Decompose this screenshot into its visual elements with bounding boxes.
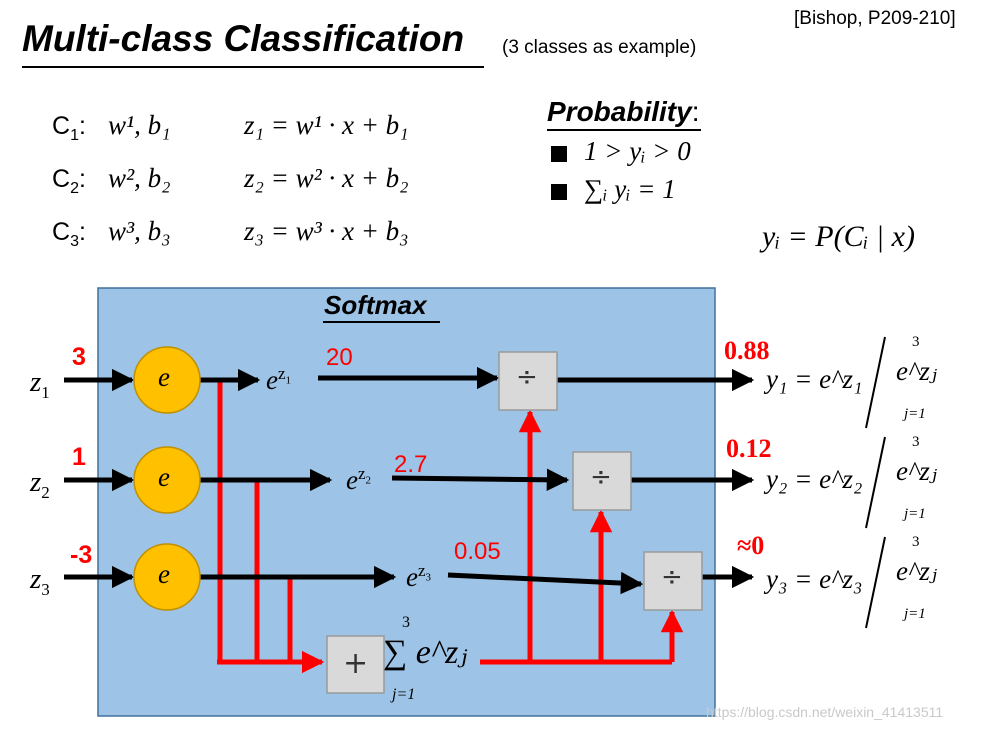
output-lhs-2: y₂ = e^z₂: [766, 464, 863, 494]
exp-term-1: ez1: [266, 364, 292, 395]
probability-underline: [547, 129, 701, 131]
output-fraction-slashes: [865, 336, 886, 629]
class-3-params: w³, b₃: [108, 216, 171, 246]
sum-upper: 3: [402, 614, 410, 631]
output-value-1: 0.88: [724, 336, 770, 365]
output-value-2: 0.12: [726, 434, 772, 463]
sum-expression: ∑ e^zⱼ: [383, 634, 468, 671]
divide-box-2: [572, 451, 632, 511]
exp-node-1: [133, 346, 201, 414]
divide-icon: ÷: [516, 362, 538, 392]
class-3-equation: z₃ = w³ · x + b₃: [244, 216, 409, 246]
probability-rule-1: 1 > yᵢ > 0: [584, 136, 691, 166]
probability-title: Probability:: [547, 96, 700, 127]
divide-box-1: [498, 351, 558, 411]
input-z1: z1: [30, 366, 50, 402]
output-den-upper: 3: [912, 334, 920, 350]
output-den-lower: j=1: [904, 606, 926, 622]
exp-node-label: e: [158, 362, 170, 392]
exp-term-2: ez2: [346, 464, 372, 495]
divide-icon: ÷: [590, 462, 612, 492]
probability-rule-2: ∑ᵢ yᵢ = 1: [584, 174, 676, 204]
exp-value-3: 0.05: [454, 538, 501, 565]
output-den-lower: j=1: [904, 406, 926, 422]
class-2-equation: z₂ = w² · x + b₂: [244, 163, 409, 193]
page-title: Multi-class Classification: [22, 18, 465, 59]
output-lhs-1: y₁ = e^z₁: [766, 364, 863, 394]
output-lhs-3: y₃ = e^z₃: [766, 564, 863, 594]
class-1-equation: z₁ = w¹ · x + b₁: [244, 110, 409, 140]
exp-value-2: 2.7: [394, 451, 428, 478]
exp-node-label: e: [158, 559, 170, 589]
input-value-1: 3: [72, 343, 86, 371]
output-den-upper: 3: [912, 534, 920, 550]
exp-term-3: ez3: [406, 561, 432, 592]
signal-arrows: [64, 366, 755, 595]
exp-node-3: [133, 543, 201, 611]
class-3-label: C3:: [52, 218, 86, 250]
subtitle: (3 classes as example): [502, 37, 697, 58]
bullet-icon: [551, 184, 567, 200]
output-den-3: e^zⱼ: [896, 556, 938, 586]
input-value-3: -3: [70, 541, 93, 569]
exp-node-label: e: [158, 462, 170, 492]
output-den-upper: 3: [912, 434, 920, 450]
reference: [Bishop, P209-210]: [794, 8, 956, 29]
plus-box: [326, 635, 385, 694]
exp-node-2: [133, 446, 201, 514]
bullet-icon: [551, 146, 567, 162]
class-2-label: C2:: [52, 165, 86, 197]
output-den-lower: j=1: [904, 506, 926, 522]
probability-definition: yᵢ = P(Cᵢ | x): [762, 220, 915, 253]
softmax-label: Softmax: [324, 290, 427, 320]
output-den-1: e^zⱼ: [896, 356, 938, 386]
sum-wires: [217, 380, 684, 674]
input-z3: z3: [30, 563, 50, 599]
input-value-2: 1: [72, 443, 86, 471]
input-z2: z2: [30, 466, 50, 502]
class-1-params: w¹, b₁: [108, 110, 171, 140]
watermark: https://blog.csdn.net/weixin_41413511: [706, 704, 944, 720]
class-1-label: C1:: [52, 112, 86, 144]
plus-icon: +: [343, 646, 369, 681]
sum-lower: j=1: [392, 686, 416, 703]
exp-value-1: 20: [326, 344, 353, 371]
divide-box-3: [643, 551, 703, 611]
output-den-2: e^zⱼ: [896, 456, 938, 486]
class-2-params: w², b₂: [108, 163, 171, 193]
divide-icon: ÷: [661, 562, 683, 592]
output-value-3: ≈0: [737, 531, 765, 560]
title-underline: [22, 66, 484, 68]
